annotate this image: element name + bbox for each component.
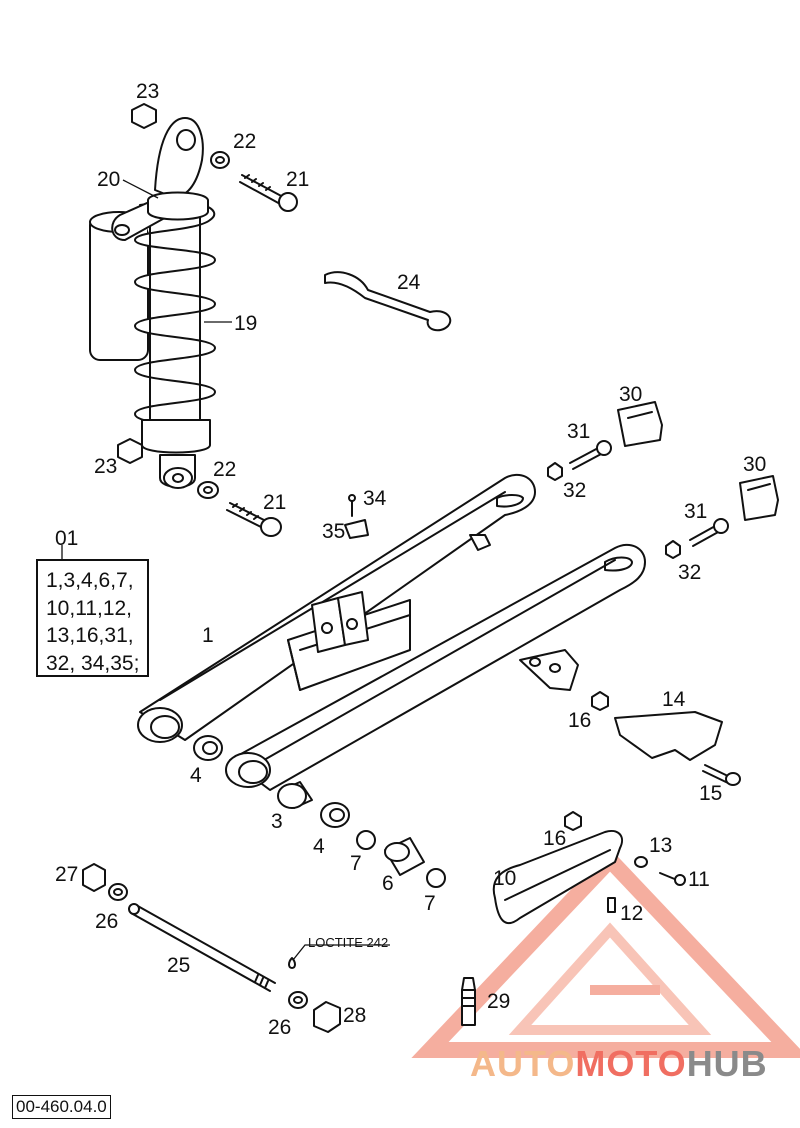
chain-adjuster-30-upper [617, 401, 663, 447]
leader-lines [61, 179, 232, 559]
callout-1: 1 [202, 624, 214, 647]
document-number: 00-460.04.0 [12, 1095, 111, 1119]
bushing-4-upper [193, 735, 223, 761]
callout-11: 11 [688, 868, 710, 891]
callout-31-upper: 31 [567, 420, 590, 443]
nut-23-bottom [117, 438, 143, 464]
callout-32-upper: 32 [563, 479, 586, 502]
callout-19: 19 [234, 312, 257, 335]
callout-3: 3 [271, 810, 283, 833]
washer-22-top [210, 151, 230, 169]
chain-guide-14 [614, 711, 723, 761]
nut-32-lower [665, 540, 681, 559]
grease-tube-29 [461, 977, 476, 1026]
watermark-logo [411, 848, 800, 1058]
callout-23-top: 23 [136, 80, 159, 103]
rivet-12 [607, 897, 616, 913]
washer-26-right [288, 991, 308, 1009]
kit-line: 10,11,12, [46, 596, 133, 620]
bolt-21-bottom [226, 502, 282, 537]
callout-27: 27 [55, 863, 78, 886]
loctite-drop-icon [288, 957, 296, 969]
callout-13: 13 [649, 834, 672, 857]
callout-16-lower: 16 [543, 827, 566, 850]
callout-24: 24 [397, 271, 421, 294]
kit-line: 32, 34,35; [46, 651, 140, 675]
callout-30-lower: 30 [743, 453, 766, 476]
callout-6: 6 [382, 872, 394, 895]
shock-absorber [89, 117, 216, 489]
screw-11 [659, 872, 686, 886]
callout-10: 10 [493, 867, 516, 890]
hook-spanner-24 [324, 271, 452, 332]
nut-32-upper [547, 462, 563, 481]
brand-watermark: AUTOMOTOHUB [470, 1043, 768, 1085]
callout-26-right: 26 [268, 1016, 291, 1039]
callout-21-bottom: 21 [263, 491, 286, 514]
needle-bearing-3 [277, 781, 313, 809]
bolt-15 [702, 764, 741, 786]
loctite-label: LOCTITE 242 [308, 935, 388, 950]
spacer-6 [384, 837, 425, 876]
brand-part-moto: MOTO [575, 1043, 687, 1084]
callout-23-bottom: 23 [94, 455, 117, 478]
nut-23-top [131, 103, 157, 129]
callout-31-lower: 31 [684, 500, 707, 523]
kit-contents-box: 1,3,4,6,7, 10,11,12, 13,16,31, 32, 34,35… [36, 559, 149, 677]
callout-12: 12 [620, 902, 643, 925]
swingarm [137, 473, 646, 791]
bolt-31-lower [689, 518, 729, 547]
washer-13 [634, 856, 648, 868]
callout-22-bottom: 22 [213, 458, 236, 481]
callout-4-upper: 4 [190, 764, 202, 787]
washer-26-left [108, 883, 128, 901]
nut-27 [82, 863, 106, 892]
chain-adjuster-30-lower [739, 475, 779, 521]
callout-4-lower: 4 [313, 835, 325, 858]
callout-25: 25 [167, 954, 190, 977]
brand-part-hub: HUB [686, 1043, 768, 1084]
o-ring-7-b [426, 868, 446, 888]
callout-35: 35 [322, 520, 345, 543]
callout-7-a: 7 [350, 852, 362, 875]
callout-28: 28 [343, 1004, 366, 1027]
callout-32-lower: 32 [678, 561, 701, 584]
callout-21-top: 21 [286, 168, 309, 191]
pivot-axle-25 [128, 903, 276, 992]
kit-line: 13,16,31, [46, 624, 134, 647]
bolt-21-top [239, 174, 298, 212]
callout-labels: 23 22 20 21 24 19 30 31 23 22 30 32 34 2… [55, 80, 766, 1039]
brand-part-auto: AUTO [470, 1043, 576, 1084]
callout-16-upper: 16 [568, 709, 591, 732]
callout-26-left: 26 [95, 910, 118, 933]
bushing-4-lower [320, 802, 350, 828]
callout-15: 15 [699, 782, 722, 805]
callout-22-top: 22 [233, 130, 256, 153]
kit-line: 1,3,4,6,7, [46, 569, 134, 592]
nut-28 [313, 1001, 341, 1033]
callout-34: 34 [363, 487, 387, 510]
nut-16-lower [564, 811, 582, 831]
nut-16-upper [591, 691, 609, 711]
o-ring-7-a [356, 830, 376, 850]
chain-slider-10 [492, 830, 624, 925]
callout-20: 20 [97, 168, 120, 191]
callout-7-b: 7 [424, 892, 436, 915]
callout-30-upper: 30 [619, 383, 642, 406]
washer-22-bottom [197, 481, 219, 499]
callout-14: 14 [662, 688, 686, 711]
kit-number: 01 [55, 527, 79, 550]
callout-29: 29 [487, 990, 510, 1013]
bolt-31-upper [569, 440, 612, 470]
cable-clip-35 [344, 494, 369, 539]
